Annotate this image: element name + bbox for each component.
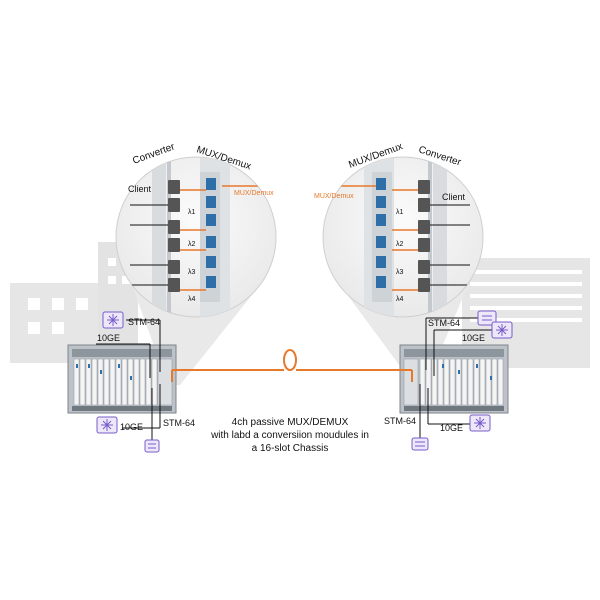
client-label-left: Client — [128, 184, 152, 194]
lambda-2-left: λ2 — [188, 241, 196, 248]
chassis-left — [67, 344, 177, 414]
chassis-right — [399, 344, 509, 414]
lambda-3-left: λ3 — [188, 269, 196, 276]
lambda-2-right: λ2 — [396, 241, 404, 248]
switch-icon — [491, 321, 513, 339]
zoom-circle-right: MUX/Demux Converter Client MUX/Demux λ1 … — [314, 141, 484, 318]
ge-bottom-label-right: 10GE — [440, 423, 463, 433]
switch-icon — [96, 416, 118, 434]
mux-ports-left — [206, 178, 216, 288]
caption-line-3: a 16-slot Chassis — [252, 443, 329, 454]
stm-top-label-right: STM-64 — [428, 318, 460, 328]
right-site-cabling — [419, 317, 494, 438]
lambda-4-left: λ4 — [188, 296, 196, 303]
converter-ports-right — [418, 180, 430, 292]
mux-ports-right — [376, 178, 386, 288]
mux-demux-port-label-left: MUX/Demux — [234, 190, 274, 197]
client-label-right: Client — [442, 192, 466, 202]
stm-bottom-label-right: STM-64 — [384, 416, 416, 426]
stm-top-label-left: STM-64 — [128, 317, 160, 327]
converter-ports-left — [168, 180, 180, 292]
lambda-1-right: λ1 — [396, 209, 404, 216]
fiber-coil-icon — [283, 349, 297, 371]
lambda-3-right: λ3 — [396, 269, 404, 276]
fiber-link — [171, 349, 413, 382]
switch-icon — [102, 311, 124, 329]
transceiver-icon — [477, 310, 497, 326]
transceiver-icon — [411, 437, 429, 451]
left-site-cabling — [96, 319, 161, 440]
mux-demux-port-label-right: MUX/Demux — [314, 193, 354, 200]
ge-top-label-left: 10GE — [97, 333, 120, 343]
lambda-1-left: λ1 — [188, 209, 196, 216]
transceiver-icon — [144, 439, 160, 453]
ge-bottom-label-left: 10GE — [120, 422, 143, 432]
caption-line-2: with labd a conversiion moudules in — [210, 430, 369, 441]
zoom-circle-left: Converter MUX/Demux Client MUX/Demux λ1 … — [115, 141, 277, 318]
lambda-4-right: λ4 — [396, 296, 404, 303]
caption-line-1: 4ch passive MUX/DEMUX — [232, 417, 349, 428]
ge-top-label-right: 10GE — [462, 333, 485, 343]
stm-bottom-label-left: STM-64 — [163, 418, 195, 428]
switch-icon — [469, 414, 491, 432]
